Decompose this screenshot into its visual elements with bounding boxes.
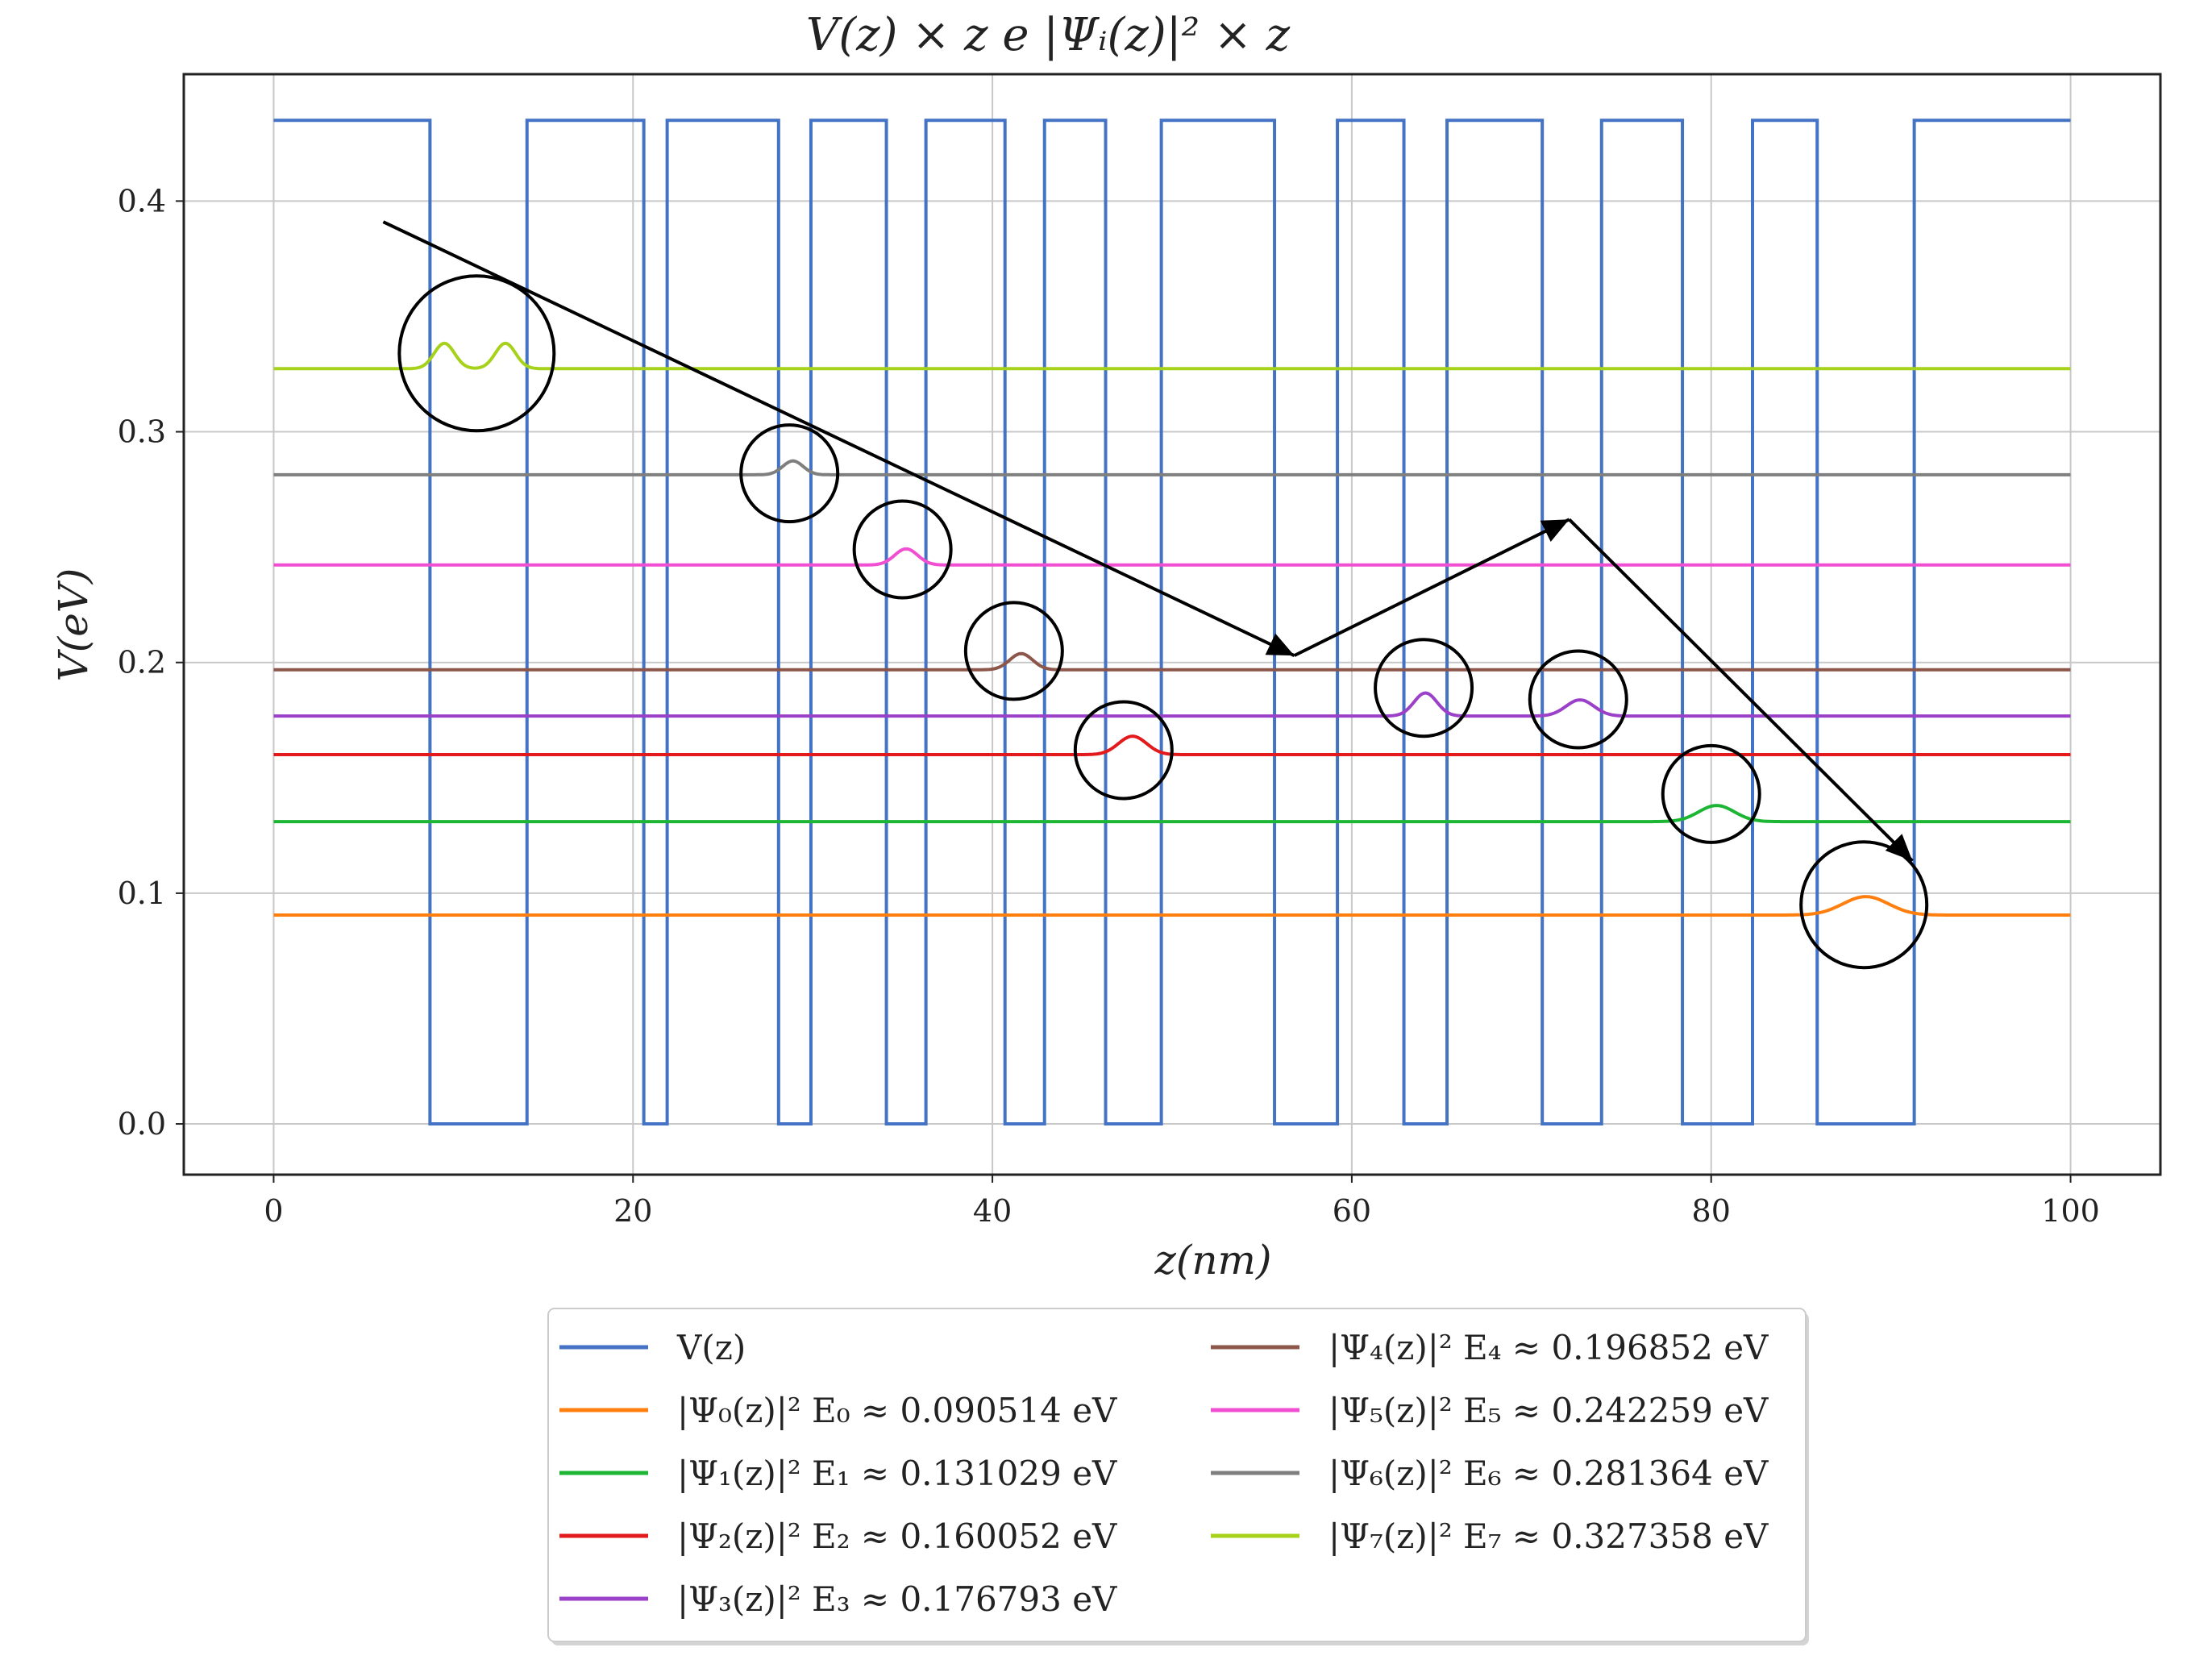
plot-lines xyxy=(273,119,2071,1126)
legend-label: |Ψ₀(z)|² E₀ ≈ 0.090514 eV xyxy=(677,1391,1117,1430)
annotation-arrow xyxy=(1293,518,1570,657)
annotations xyxy=(382,220,1929,970)
annotation-circle xyxy=(1661,743,1761,844)
x-axis-label: z(nm) xyxy=(1154,1237,1272,1283)
y-axis-label: V(eV) xyxy=(50,568,97,682)
annotation-circle xyxy=(739,423,840,524)
psi-5-line xyxy=(273,547,2071,567)
legend-label: |Ψ₂(z)|² E₂ ≈ 0.160052 eV xyxy=(677,1516,1117,1556)
plot-frame xyxy=(182,73,2162,1176)
x-tick-label: 0 xyxy=(264,1193,283,1229)
grid xyxy=(184,74,2160,1175)
psi-7-line xyxy=(273,341,2071,371)
legend-label: V(z) xyxy=(676,1328,746,1367)
psi-0-line xyxy=(273,895,2071,917)
annotation-circle xyxy=(1073,700,1174,801)
legend-label: |Ψ₄(z)|² E₄ ≈ 0.196852 eV xyxy=(1328,1328,1769,1367)
arrowhead xyxy=(1540,519,1570,543)
y-tick-label: 0.2 xyxy=(118,645,166,680)
x-tick-label: 60 xyxy=(1333,1193,1371,1229)
potential-line xyxy=(273,119,2071,1126)
psi-6-line xyxy=(273,459,2071,476)
psi-4-line xyxy=(273,651,2071,672)
x-tick-label: 100 xyxy=(2041,1193,2100,1229)
y-tick-label: 0.4 xyxy=(118,183,166,218)
annotation-arrow xyxy=(382,220,1295,657)
annotation-arrow xyxy=(1568,518,1914,863)
legend: V(z) |Ψ₀(z)|² E₀ ≈ 0.090514 eV |Ψ₁(z)|² E₁… xyxy=(547,1308,1809,1645)
chart-title: V(z) × z e |Ψᵢ(z)|² × z xyxy=(806,9,1291,61)
legend-label: |Ψ₆(z)|² E₆ ≈ 0.281364 eV xyxy=(1328,1454,1769,1493)
annotation-circle xyxy=(1528,649,1628,750)
x-tick-label: 80 xyxy=(1692,1193,1731,1229)
annotation-circle xyxy=(852,499,953,600)
psi-1-line xyxy=(273,804,2071,824)
annotation-circle xyxy=(963,601,1064,701)
y-tick-label: 0.3 xyxy=(118,414,166,450)
x-tick-label: 20 xyxy=(613,1193,652,1229)
legend-label: |Ψ₇(z)|² E₇ ≈ 0.327358 eV xyxy=(1328,1516,1769,1556)
annotation-circle xyxy=(1799,840,1929,970)
legend-label: |Ψ₅(z)|² E₅ ≈ 0.242259 eV xyxy=(1328,1391,1769,1430)
x-tick-label: 40 xyxy=(973,1193,1012,1229)
annotation-circle xyxy=(397,274,556,433)
annotation-circle xyxy=(1374,638,1474,738)
legend-box xyxy=(547,1308,1807,1642)
psi-3-line xyxy=(273,691,2071,718)
arrowhead xyxy=(1265,633,1295,656)
legend-label: |Ψ₃(z)|² E₃ ≈ 0.176793 eV xyxy=(677,1579,1117,1619)
y-tick-label: 0.1 xyxy=(118,876,166,911)
y-tick-label: 0.0 xyxy=(118,1106,166,1142)
arrowhead xyxy=(1885,834,1913,861)
legend-label: |Ψ₁(z)|² E₁ ≈ 0.131029 eV xyxy=(677,1454,1117,1493)
ticks: 0 20 40 60 80 100 0.0 0.1 0.2 0.3 0.4 xyxy=(118,183,2100,1229)
